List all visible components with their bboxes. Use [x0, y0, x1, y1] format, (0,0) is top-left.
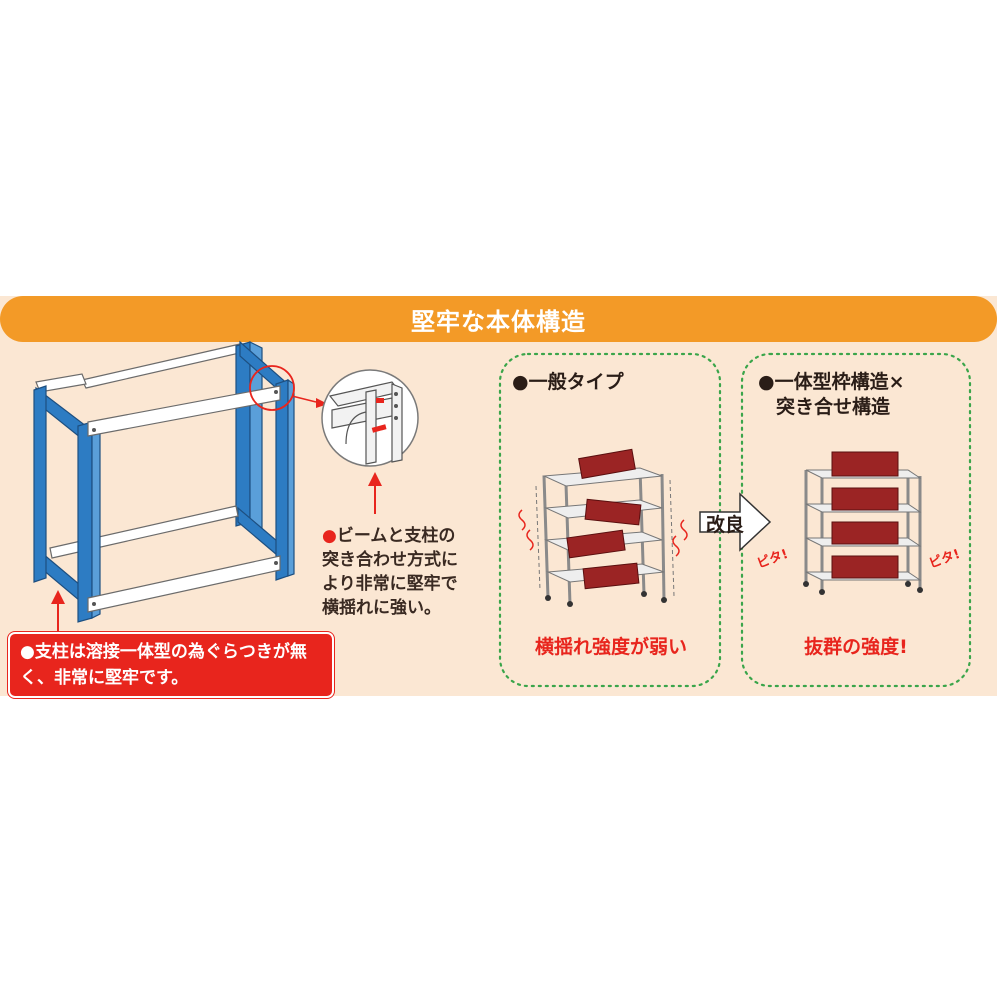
improved-shelf-illustration: [803, 451, 923, 595]
beam-note: ●ビームと支柱の突き合わせ方式により非常に堅牢で横揺れに強い。: [322, 524, 472, 620]
general-type-title: ●一般タイプ: [512, 371, 624, 393]
beam-note-text: ビームと支柱の突き合わせ方式により非常に堅牢で横揺れに強い。: [322, 526, 458, 618]
welded-frame-illustration: [33, 340, 295, 623]
improved-type-title-line2: 突き合せ構造: [776, 396, 891, 418]
beam-note-bullet: ●: [322, 526, 337, 546]
section-title: 堅牢な本体構造: [411, 307, 586, 336]
improve-arrow: [699, 492, 772, 552]
improve-label: 改良: [706, 514, 745, 536]
general-type-caption: 横揺れ強度が弱い: [534, 636, 687, 658]
section-banner: 堅牢な本体構造: [0, 296, 997, 342]
joint-detail-illustration: [321, 369, 419, 467]
pillar-note: ●支柱は溶接一体型の為ぐらつきが無く、非常に堅牢です。: [20, 642, 307, 688]
joint-highlight: [249, 365, 295, 411]
beam-arrow: [368, 472, 382, 514]
pillar-arrow: [51, 590, 65, 632]
improved-type-title-line1: ●一体型枠構造×: [758, 371, 905, 393]
pillar-note-box: [8, 632, 334, 698]
general-shelf-illustration: [518, 448, 688, 607]
improved-type-caption: 抜群の強度!: [804, 636, 908, 658]
